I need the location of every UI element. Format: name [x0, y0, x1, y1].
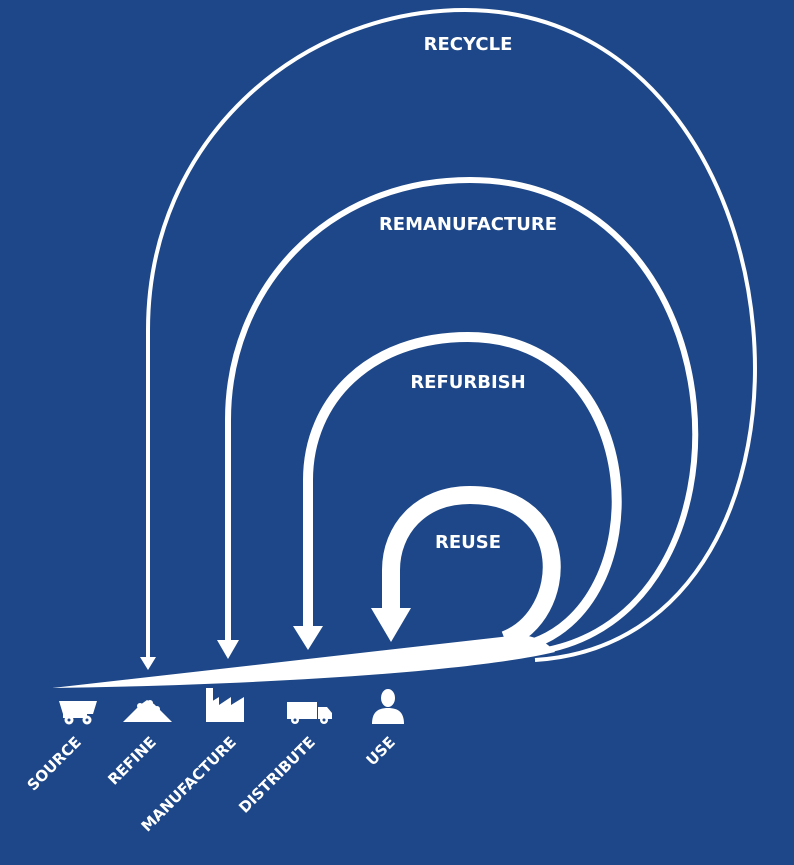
refurbish-loop: REFURBISH [293, 331, 622, 651]
ore-pile-icon [123, 700, 172, 722]
remanufacture-label: REMANUFACTURE [379, 214, 557, 235]
refurbish-arrow [303, 331, 622, 651]
recycle-label: RECYCLE [424, 34, 513, 55]
refurbish-arrowhead [293, 626, 323, 650]
reuse-arrowhead [371, 608, 411, 642]
factory-icon [206, 688, 244, 722]
reuse-label: REUSE [435, 532, 501, 553]
refurbish-label: REFURBISH [410, 372, 525, 393]
remanufacture-loop: REMANUFACTURE [217, 176, 699, 659]
value-chain-wedge [52, 635, 555, 688]
person-icon [372, 689, 404, 724]
recycle-arrow [146, 7, 757, 662]
reuse-arrow [382, 485, 561, 649]
delivery-truck-icon [287, 702, 332, 724]
recycle-loop: RECYCLE [140, 7, 757, 670]
recycle-arrowhead [140, 657, 156, 670]
reuse-loop: REUSE [371, 485, 561, 649]
remanufacture-arrowhead [217, 640, 239, 659]
mining-truck-icon [59, 701, 97, 725]
remanufacture-arrow [225, 176, 699, 655]
